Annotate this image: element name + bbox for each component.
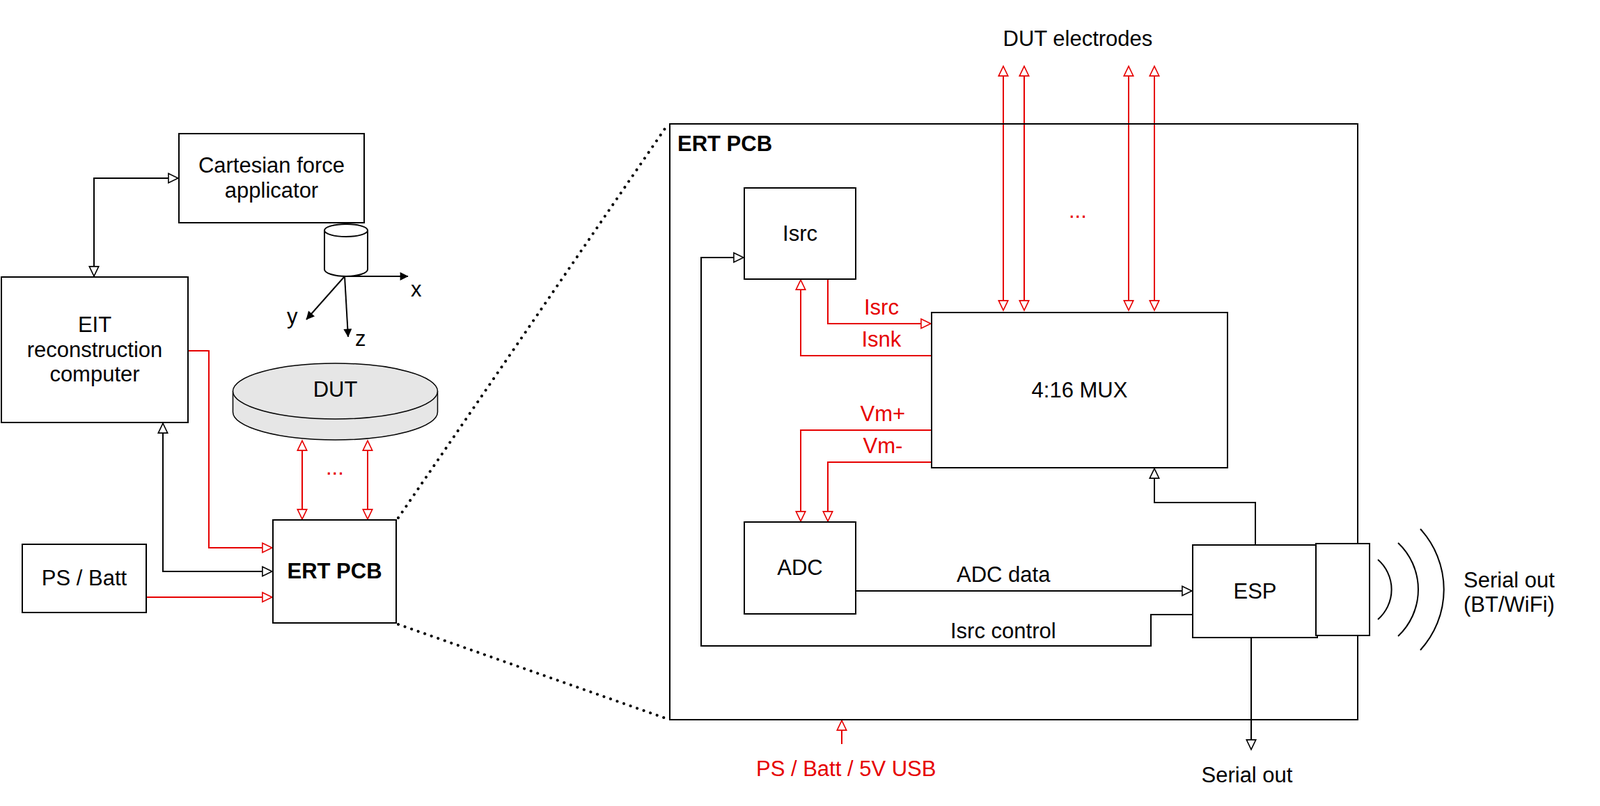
free-label: DUT electrodes bbox=[1001, 26, 1155, 52]
cylinder-shape: DUT bbox=[231, 362, 439, 441]
process-box: ESP bbox=[1191, 544, 1319, 639]
serial-arrow bbox=[1250, 636, 1252, 750]
process-box: EIT reconstruction computer bbox=[0, 276, 189, 424]
process-box: ADC bbox=[743, 521, 857, 615]
wireless-arcs bbox=[1377, 529, 1445, 651]
process-box: Isrc bbox=[743, 187, 857, 280]
force-tip-cylinder bbox=[324, 224, 368, 277]
container-heading: ERT PCB bbox=[677, 131, 773, 157]
node-label: Cartesian force applicator bbox=[186, 153, 357, 203]
node-label: ERT PCB bbox=[286, 559, 382, 585]
free-label: Serial out (BT/WiFi) bbox=[1462, 568, 1587, 618]
free-label: PS / Batt / 5V USB bbox=[754, 756, 938, 782]
node-label: Isrc bbox=[782, 221, 818, 247]
pcb-box: ERT PCB bbox=[272, 519, 397, 624]
connector bbox=[827, 279, 931, 324]
node-label: ADC bbox=[777, 555, 823, 581]
connector bbox=[800, 430, 931, 522]
free-label: ... bbox=[324, 455, 346, 481]
signal-label: Isrc bbox=[862, 295, 901, 321]
node-label: ESP bbox=[1233, 579, 1277, 605]
free-label: z bbox=[353, 326, 368, 352]
connector bbox=[800, 279, 931, 356]
signal-label: Vm+ bbox=[859, 401, 908, 427]
signal-label: Isnk bbox=[860, 327, 904, 353]
node-label: PS / Batt bbox=[41, 566, 127, 592]
connector bbox=[146, 596, 273, 599]
connector bbox=[366, 440, 369, 520]
electrode-arrows bbox=[1003, 66, 1155, 311]
connector bbox=[1154, 468, 1256, 545]
process-box: 4:16 MUX bbox=[930, 311, 1229, 469]
power-arrow bbox=[841, 720, 843, 745]
connector bbox=[301, 440, 303, 520]
signal-label: ADC data bbox=[955, 562, 1052, 588]
free-label: x bbox=[409, 277, 424, 303]
power-box: PS / Batt bbox=[21, 543, 147, 614]
process-box: Cartesian force applicator bbox=[178, 132, 365, 224]
connector bbox=[93, 178, 179, 277]
connector bbox=[827, 462, 931, 522]
signal-label: Vm- bbox=[861, 433, 905, 459]
free-label: y bbox=[285, 304, 300, 330]
connector bbox=[856, 590, 1192, 592]
signal-label: Isrc control bbox=[948, 618, 1058, 645]
antenna-box bbox=[1315, 543, 1371, 637]
node-label: DUT bbox=[313, 377, 358, 403]
zoom-lines bbox=[398, 124, 668, 720]
node-label: EIT reconstruction computer bbox=[16, 312, 174, 388]
free-label: ... bbox=[1067, 198, 1089, 224]
node-label: 4:16 MUX bbox=[1031, 378, 1128, 404]
free-label: Serial out bbox=[1200, 763, 1295, 789]
connector bbox=[162, 423, 273, 572]
